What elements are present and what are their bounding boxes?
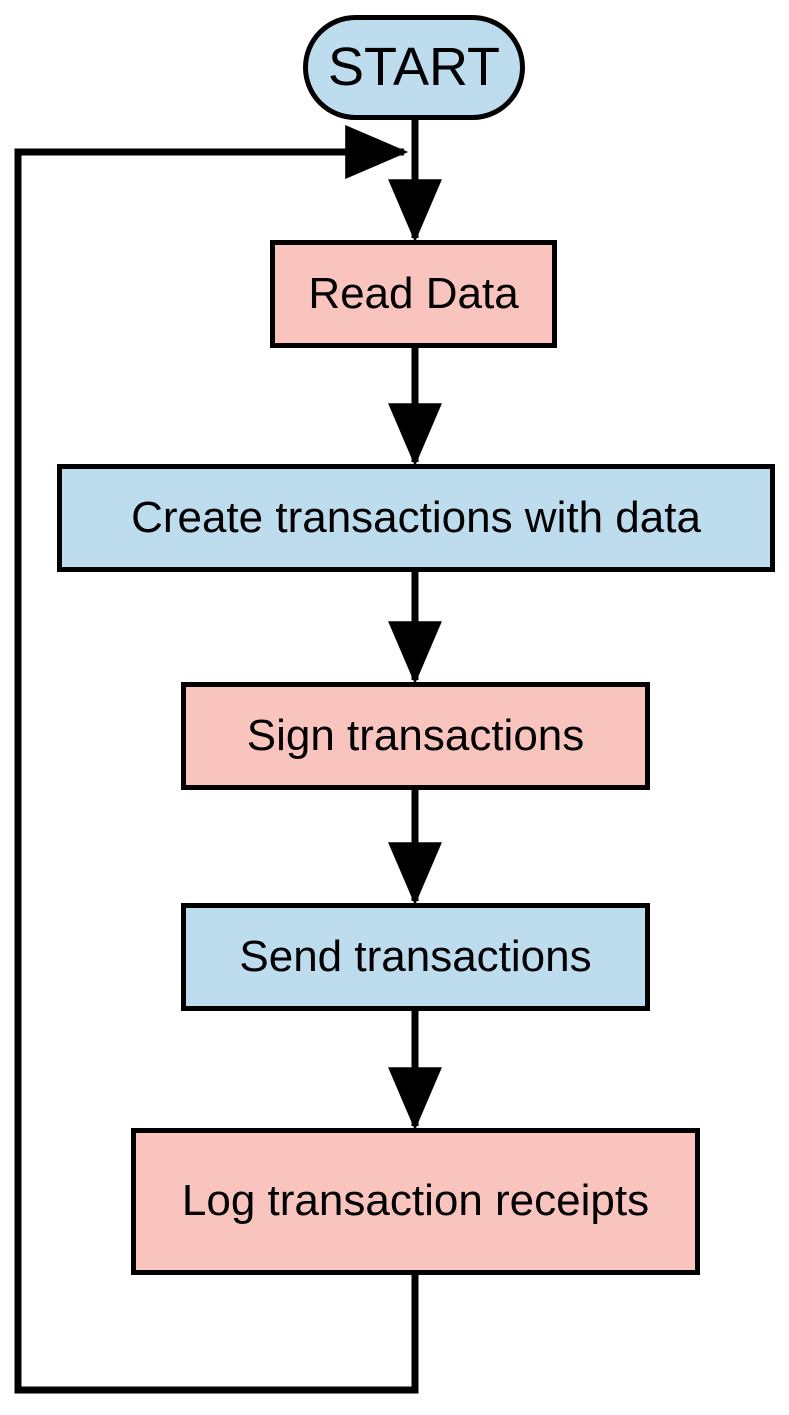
edge-log-receipts-loop-back bbox=[14, 125, 419, 1394]
node-log-receipts-label: Log transaction receipts bbox=[181, 1176, 650, 1226]
node-send-transactions-label: Send transactions bbox=[239, 931, 592, 981]
node-sign-transactions-label: Sign transactions bbox=[246, 710, 585, 760]
node-send-transactions[interactable]: Send transactions bbox=[181, 903, 650, 1011]
node-create-transactions[interactable]: Create transactions with data bbox=[57, 464, 775, 572]
node-read-data[interactable]: Read Data bbox=[270, 240, 557, 348]
node-start[interactable]: START bbox=[303, 15, 525, 120]
node-read-data-label: Read Data bbox=[308, 268, 519, 318]
node-sign-transactions[interactable]: Sign transactions bbox=[181, 682, 650, 790]
node-start-label: START bbox=[327, 37, 501, 98]
node-create-transactions-label: Create transactions with data bbox=[131, 492, 701, 542]
node-log-receipts[interactable]: Log transaction receipts bbox=[131, 1128, 700, 1275]
